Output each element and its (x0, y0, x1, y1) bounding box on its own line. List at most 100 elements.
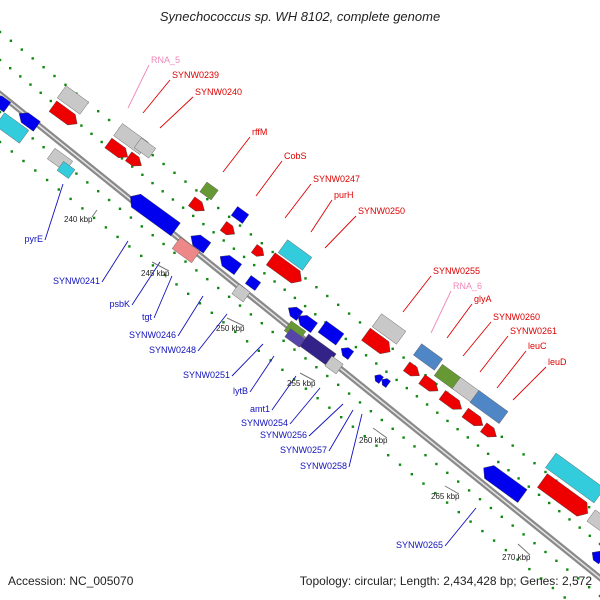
gene-arrow (125, 151, 142, 167)
feature-dot (422, 482, 425, 485)
feature-dot (446, 419, 449, 423)
feature-dot (129, 216, 133, 219)
tick-mark (299, 372, 316, 382)
feature-dot (118, 207, 122, 210)
feature-dot (528, 567, 531, 571)
feature-dot (140, 254, 143, 258)
feature-dot (351, 425, 355, 428)
feature-dot (424, 454, 427, 457)
feature-dot (39, 91, 42, 94)
feature-dot (303, 304, 307, 308)
feature-dot (120, 157, 124, 160)
feature-dot (304, 277, 307, 280)
feature-dot (466, 436, 469, 439)
feature-dot (151, 234, 154, 237)
feature-dot (181, 206, 185, 209)
gene-labels: SYNW0239SYNW0240rffMCobSSYNW0247purHSYNW… (24, 55, 567, 550)
feature-dot (29, 83, 32, 86)
feature-dot (563, 596, 566, 599)
feature-dot (446, 471, 449, 474)
feature-dot (245, 340, 249, 343)
leader-line (444, 507, 477, 547)
feature-dot (497, 460, 500, 464)
tick-label: 265 kbp (431, 492, 460, 501)
feature-dot (31, 137, 34, 140)
gene-arrow (0, 95, 12, 113)
feature-dot (578, 526, 581, 529)
feature-dot (206, 198, 209, 201)
feature-dot (202, 222, 205, 226)
gene-arrow (483, 465, 528, 503)
leader-line (402, 275, 432, 313)
feature-dot (293, 296, 297, 300)
feature-dot (260, 242, 263, 245)
feature-dot (304, 357, 307, 360)
tick-label: 245 kbp (141, 269, 170, 278)
feature-dot (195, 189, 198, 192)
feature-dot (80, 124, 83, 127)
feature-dot (163, 273, 166, 277)
feature-dot (555, 559, 558, 562)
leader-line (231, 343, 264, 377)
feature-dot (151, 181, 154, 185)
gene-arrow (418, 374, 439, 392)
feature-dot (175, 283, 178, 286)
feature-dot (354, 345, 358, 349)
feature-dot (22, 159, 25, 163)
feature-dot (375, 444, 378, 447)
feature-dot (456, 428, 459, 431)
feature-dot (405, 386, 408, 390)
label-reverse-gene: SYNW0251 (183, 370, 230, 380)
feature-dot (0, 58, 2, 62)
feature-dot (195, 269, 198, 272)
feature-dot (131, 165, 134, 168)
feature-dot (533, 462, 536, 465)
leader-line (142, 79, 171, 114)
accession-label: Accession: NC_005070 (8, 574, 134, 588)
gene-arrow (104, 137, 128, 158)
feature-dot (31, 57, 34, 60)
feature-dot (326, 374, 329, 378)
leader-line (284, 183, 312, 219)
feature-dot (249, 233, 253, 236)
feature-dot (516, 558, 519, 561)
leader-line (177, 295, 204, 337)
feature-dot (161, 190, 164, 193)
feature-dot (385, 370, 388, 373)
feature-dot (577, 577, 580, 580)
feature-dot (314, 313, 317, 316)
feature-dot (271, 250, 274, 254)
feature-dot (369, 410, 373, 413)
gene-box-cyan (0, 112, 30, 144)
feature-dot (234, 330, 237, 333)
feature-dot (42, 146, 45, 149)
tick-mark (226, 317, 245, 327)
leader-line (101, 240, 129, 283)
feature-dot (522, 453, 525, 456)
feature-dot (364, 354, 368, 357)
tick-label: 240 kbp (64, 215, 93, 224)
feature-dot (151, 154, 154, 157)
label-forward-gene: purH (334, 190, 354, 200)
feature-dot (410, 473, 413, 476)
label-reverse-gene: SYNW0256 (260, 430, 307, 440)
feature-dot (544, 550, 547, 554)
feature-dot (271, 330, 274, 334)
feature-dot (402, 356, 405, 359)
feature-dot (281, 368, 284, 371)
feature-dot (100, 140, 103, 144)
label-reverse-gene: SYNW0248 (149, 345, 196, 355)
gene-box (371, 313, 407, 345)
feature-dot (337, 303, 340, 306)
gene-arrow (288, 306, 304, 321)
feature-dot (42, 66, 45, 69)
gene-arrow (381, 378, 391, 388)
gene-box (133, 137, 157, 159)
leader-line (328, 409, 354, 452)
feature-dot (217, 206, 220, 210)
gene-arrow (340, 347, 355, 360)
feature-dot (500, 515, 503, 518)
feature-dot (0, 110, 2, 114)
gene-box (231, 283, 251, 303)
